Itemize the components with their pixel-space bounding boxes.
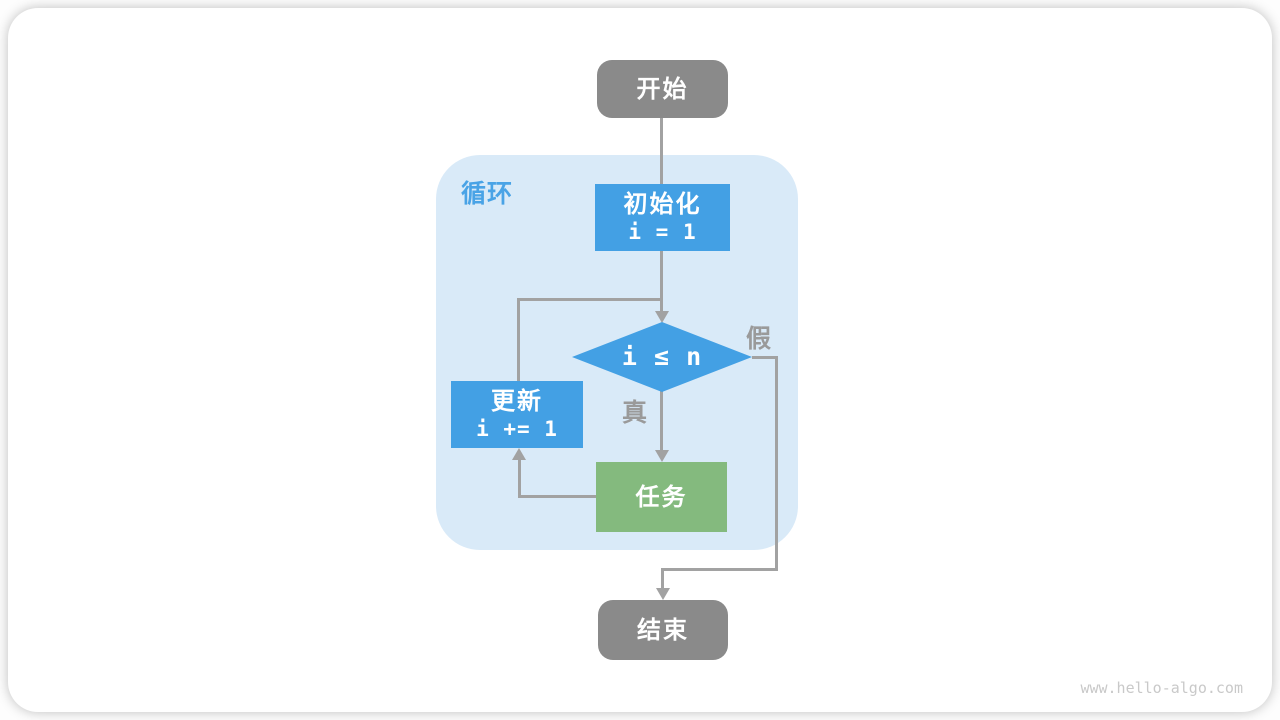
node-update-code: i += 1 <box>476 416 558 441</box>
node-start: 开始 <box>597 60 728 118</box>
node-end: 结束 <box>598 600 728 660</box>
edge-condition-task <box>660 391 663 451</box>
edge-false-into-end <box>661 568 664 589</box>
arrowhead-into-update <box>512 448 526 460</box>
node-initialize: 初始化 i = 1 <box>595 184 730 251</box>
edge-init-condition <box>660 251 663 312</box>
node-initialize-title: 初始化 <box>623 189 702 218</box>
arrowhead-into-end <box>656 588 670 600</box>
node-initialize-code: i = 1 <box>628 219 697 244</box>
node-update: 更新 i += 1 <box>451 381 583 448</box>
node-condition-label: i ≤ n <box>621 341 703 371</box>
edge-task-up <box>518 459 521 497</box>
node-task-label: 任务 <box>635 483 688 511</box>
node-end-label: 结束 <box>637 616 689 644</box>
edge-label-false: 假 <box>746 324 772 353</box>
edge-label-true: 真 <box>622 398 648 427</box>
arrowhead-into-task <box>655 450 669 462</box>
node-start-label: 开始 <box>636 75 689 103</box>
edge-start-init <box>660 118 663 185</box>
watermark-url: www.hello-algo.com <box>1080 679 1243 697</box>
edge-false-down <box>775 356 778 571</box>
node-update-title: 更新 <box>491 386 543 415</box>
edge-task-left <box>518 495 598 498</box>
node-task: 任务 <box>596 462 727 532</box>
edge-false-right <box>752 356 778 359</box>
edge-update-right <box>517 298 663 301</box>
loop-container-label: 循环 <box>461 179 514 208</box>
edge-false-left <box>661 568 778 571</box>
edge-update-up <box>517 298 520 382</box>
arrowhead-into-condition <box>655 311 669 323</box>
diagram-card: 循环 假 真 开始 初始化 i = 1 <box>8 8 1272 712</box>
